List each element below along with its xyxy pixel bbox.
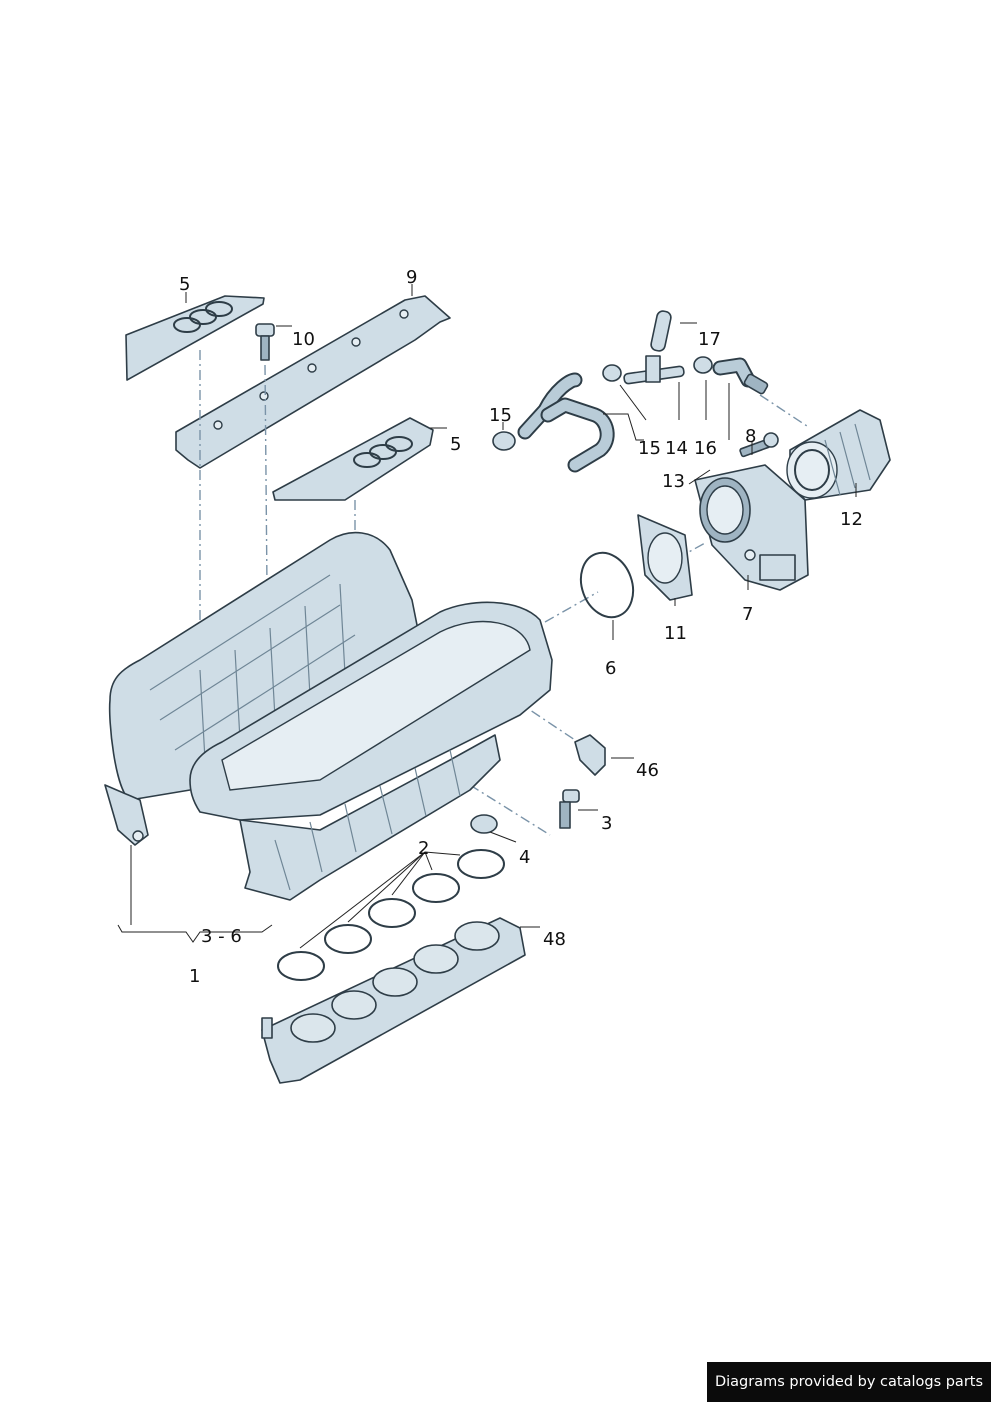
callout-labels: 5 9 10 5 17 15 15 14 16 8 13 12 7 11 6 4… [179,267,863,987]
callout-13: 13 [662,471,685,492]
callout-8: 8 [745,426,756,447]
callout-6: 6 [605,658,616,679]
engine-cover-plate-right [272,417,434,501]
callout-1: 1 [189,966,200,987]
engine-cover-plate-left [125,295,265,381]
gasket-part-11 [637,514,693,601]
callout-17: 17 [698,329,721,350]
o-ring-part-6 [579,551,635,619]
audi-rings-logo-right [353,436,413,468]
callout-9: 9 [406,267,417,288]
mounting-bracket-rail [175,295,451,469]
sensor-part-3 [559,789,580,829]
bolt-part-10 [255,323,275,361]
callout-4: 4 [519,847,530,868]
callout-15-lower: 15 [638,438,661,459]
plug-part-4 [470,814,498,834]
clip-part-46 [574,734,606,776]
credit-banner: Diagrams provided by catalogs parts [707,1362,991,1402]
callout-2: 2 [418,838,429,859]
intake-hose-part-12 [786,409,891,501]
vent-hose-assembly [492,310,769,473]
audi-rings-logo-left [173,301,233,333]
callout-46: 46 [636,760,659,781]
callout-14: 14 [665,438,688,459]
callout-16: 16 [694,438,717,459]
callout-7: 7 [742,604,753,625]
credit-text: Diagrams provided by catalogs parts [714,1374,984,1390]
callout-11: 11 [664,623,687,644]
gasket-rings [277,849,505,981]
callout-5-lower: 5 [450,434,461,455]
callout-5-upper: 5 [179,274,190,295]
callout-48: 48 [543,929,566,950]
intake-manifold [104,531,553,901]
leader-lines [117,284,857,949]
callout-3: 3 [601,813,612,834]
bolt-part-8 [739,432,779,458]
callout-3-6: 3 - 6 [201,926,242,947]
manifold-flange [261,917,526,1084]
callout-15-upper: 15 [489,405,512,426]
callout-10: 10 [292,329,315,350]
callout-12: 12 [840,509,863,530]
throttle-body [694,464,809,591]
